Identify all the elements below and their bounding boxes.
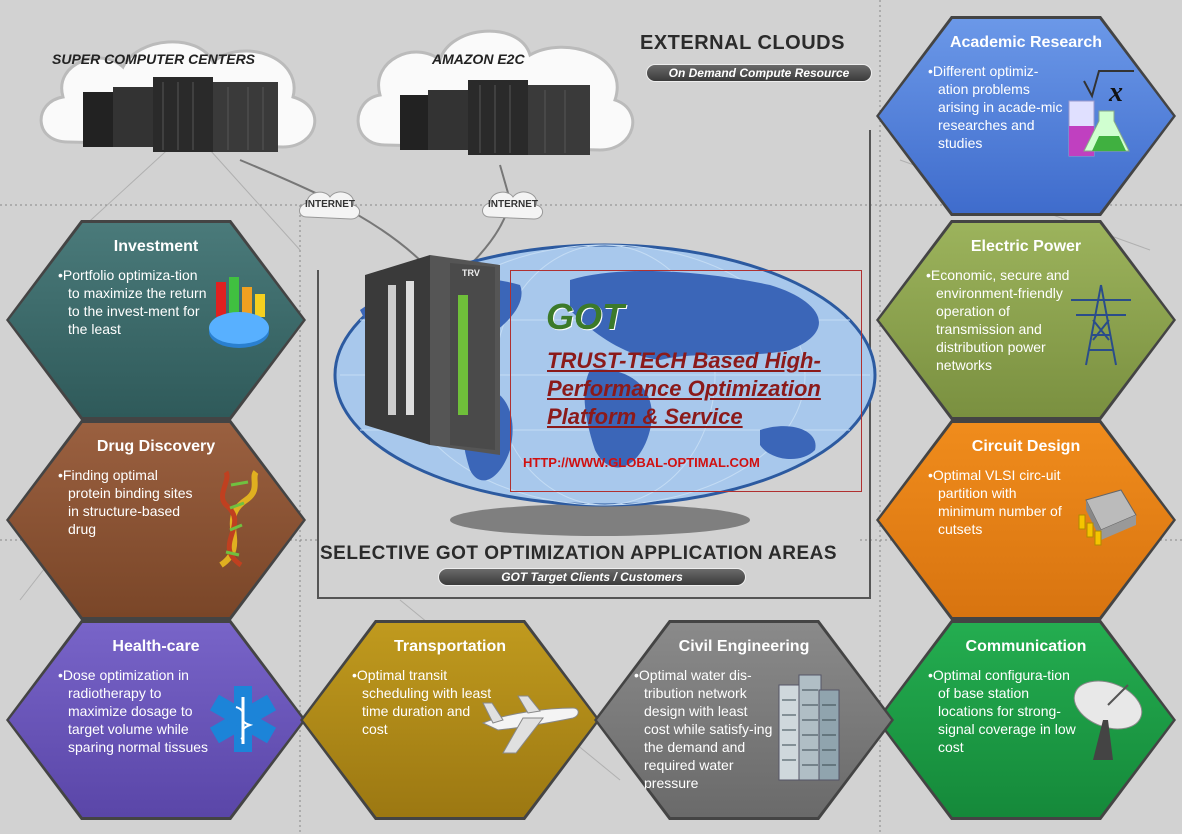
got-subtitle-line-1: TRUST-TECH Based High-: [547, 348, 821, 373]
svg-text:x: x: [1108, 77, 1123, 108]
got-url[interactable]: HTTP://WWW.GLOBAL-OPTIMAL.COM: [523, 455, 760, 470]
cloud-supercomputer: [39, 40, 317, 152]
transmission-tower-icon: [1071, 284, 1131, 366]
hex-body: Optimal transit scheduling with least ti…: [352, 666, 492, 738]
server-rack-icon: [83, 77, 278, 152]
hex-title: Circuit Design: [971, 438, 1081, 455]
dna-icon: [219, 470, 259, 568]
internet-label-1: INTERNET: [305, 199, 355, 210]
internet-label-2: INTERNET: [488, 199, 538, 210]
hex-body: Optimal VLSI circ-uit partition with min…: [928, 466, 1068, 538]
satellite-dish-icon: [1073, 680, 1143, 760]
chart-icon: [209, 277, 269, 348]
hex-body: Optimal water dis-tribution network desi…: [634, 666, 774, 792]
chip-icon: [1078, 489, 1137, 546]
hex-title: Electric Power: [970, 238, 1082, 255]
internet-cloud-icon: [299, 191, 360, 220]
hex-title: Civil Engineering: [678, 638, 810, 655]
hex-title: Drug Discovery: [96, 438, 216, 455]
flask-formula-icon: x: [1068, 70, 1134, 157]
areas-subtitle: GOT Target Clients / Customers: [438, 568, 746, 586]
hex-body: Portfolio optimiza-tion to maximize the …: [58, 266, 208, 338]
external-clouds-title: EXTERNAL CLOUDS: [640, 32, 845, 54]
got-title: GOT: [546, 296, 624, 337]
hex-academic-research: Academic Research Different optimiz-atio…: [876, 16, 1176, 216]
cloud-label-supercomputer: SUPER COMPUTER CENTERS: [52, 51, 256, 67]
got-subtitle-line-3: Platform & Service: [547, 404, 743, 429]
medical-star-icon: [209, 686, 277, 752]
got-subtitle-line-2: Performance Optimization: [547, 376, 821, 401]
got-box: [510, 270, 862, 492]
internet-cloud-icon: [482, 191, 543, 220]
areas-title: SELECTIVE GOT OPTIMIZATION APPLICATION A…: [320, 543, 838, 564]
hex-drug-discovery: Drug Discovery Finding optimal protein b…: [6, 420, 306, 620]
hex-body: Finding optimal protein binding sites in…: [58, 466, 198, 538]
hex-body: Optimal configura-tion of base station l…: [928, 666, 1078, 756]
hex-title: Investment: [113, 238, 199, 255]
server-label: TRV: [462, 268, 480, 278]
cloud-label-amazon: AMAZON E2C: [432, 51, 525, 67]
airplane-icon: [481, 695, 579, 754]
central-server-icon: [365, 255, 500, 455]
hex-title: Communication: [965, 638, 1087, 655]
cloud-amazon: [356, 29, 635, 155]
hex-body: Different optimiz-ation problems arising…: [928, 62, 1068, 152]
hex-body: Dose optimization in radiotherapy to max…: [58, 666, 218, 756]
hex-title: Transportation: [393, 638, 506, 655]
hex-title: Academic Research: [949, 34, 1103, 51]
buildings-icon: [778, 674, 840, 781]
hex-body: Economic, secure and environment-friendl…: [926, 266, 1076, 374]
server-rack-icon: [400, 80, 590, 155]
external-clouds-subtitle: On Demand Compute Resource: [646, 64, 872, 82]
hex-title: Health-care: [112, 638, 200, 655]
